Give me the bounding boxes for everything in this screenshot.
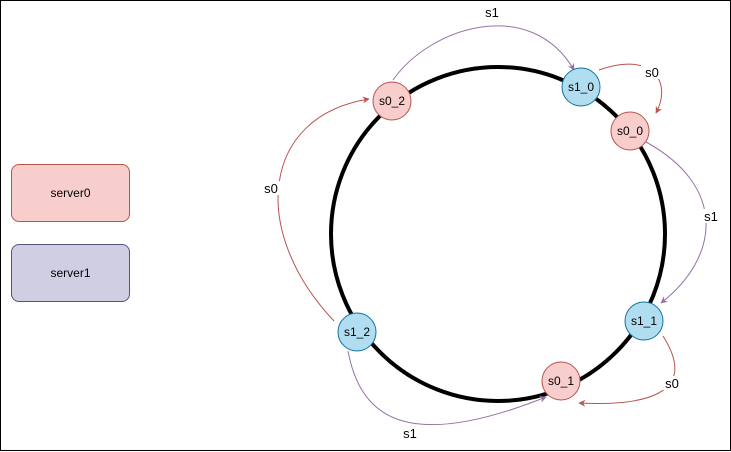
edge-s1_1-to-s0_1 <box>578 335 676 407</box>
node-s1_1-label: s1_1 <box>631 314 657 328</box>
edge-label-s1_2-s0_2: s0 <box>264 181 278 196</box>
node-s1_2: s1_2 <box>337 312 377 352</box>
edge-label-s1_1-s0_1: s0 <box>665 376 679 391</box>
legend-server0-label: server0 <box>50 186 91 200</box>
legend-server0: server0 <box>11 164 130 222</box>
legend-server1-label: server1 <box>50 266 91 280</box>
edge-labels-group: s1 s0 s1 s0 s1 s0 <box>260 5 722 441</box>
node-s1_0-label: s1_0 <box>568 80 594 94</box>
nodes-group: s0_2 s1_0 s0_0 s1_1 s0_1 s1_2 <box>337 67 664 401</box>
legend-server1: server1 <box>11 244 130 302</box>
edge-s1_2-to-s0_2 <box>277 96 370 322</box>
node-s1_0: s1_0 <box>561 67 601 107</box>
node-s0_2: s0_2 <box>372 81 412 121</box>
edge-label-s1_2-s0_1: s1 <box>403 426 417 441</box>
hash-ring <box>329 65 667 403</box>
node-s0_1-label: s0_1 <box>548 374 574 388</box>
edge-label-s0_2-s1_0: s1 <box>485 5 499 20</box>
node-s0_0-label: s0_0 <box>617 124 643 138</box>
node-s1_2-label: s1_2 <box>344 325 370 339</box>
edge-label-s1_0-s0_0: s0 <box>645 65 659 80</box>
edge-s0_0-to-s1_1 <box>645 141 707 304</box>
edge-s1_2-to-s0_1 <box>347 350 547 426</box>
node-s0_0: s0_0 <box>610 111 650 151</box>
edges-group <box>277 25 707 426</box>
edge-s0_2-to-s1_0 <box>392 25 575 81</box>
edge-label-s0_0-s1_1: s1 <box>704 209 718 224</box>
node-s0_1: s0_1 <box>541 361 581 401</box>
node-s1_1: s1_1 <box>624 301 664 341</box>
node-s0_2-label: s0_2 <box>379 94 405 108</box>
